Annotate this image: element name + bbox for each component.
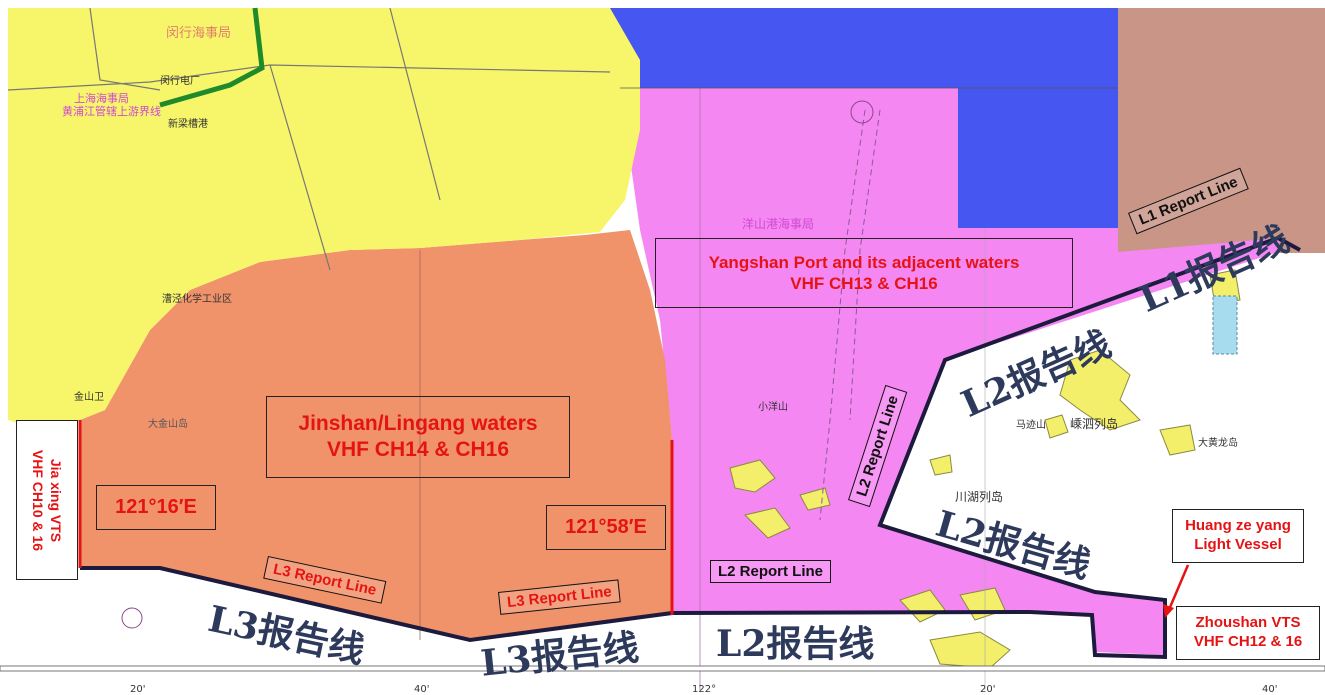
minhang-power-label: 闵行电厂 xyxy=(160,76,200,87)
axis-tick-3: 122° xyxy=(692,684,717,695)
axis-tick-4: 20' xyxy=(980,684,996,695)
river-green xyxy=(159,7,265,108)
chuanhu-label: 川湖列岛 xyxy=(955,490,1004,504)
anchorage-circle xyxy=(850,100,874,124)
shanghai-msa-label: 上海海事局 xyxy=(74,92,129,105)
buoy-circle xyxy=(121,607,143,629)
jinshanwei-label: 金山卫 xyxy=(74,392,104,403)
dajinshan-label: 大金山岛 xyxy=(148,419,188,430)
zone-light-blue xyxy=(1212,295,1238,355)
light-vessel-arrowhead xyxy=(1163,604,1174,618)
light-vessel-label: Huang ze yang Light Vessel xyxy=(1172,509,1304,563)
longitude-west-text: 121°16′E xyxy=(115,496,197,518)
channel-line-1 xyxy=(819,109,866,521)
zhoushan-vts-label: Zhoushan VTS VHF CH12 & 16 xyxy=(1176,606,1320,660)
jiaxing-vts-name: Jia xing VTS xyxy=(48,458,65,542)
majishan-label: 马迹山 xyxy=(1016,420,1046,431)
longitude-label-west: 121°16′E xyxy=(96,485,216,530)
jiaxing-vts-label: Jia xing VTS VHF CH10 & 16 xyxy=(16,420,78,580)
jinshan-zone-name: Jinshan/Lingang waters xyxy=(298,411,538,435)
jinshan-zone-label: Jinshan/Lingang waters VHF CH14 & CH16 xyxy=(266,396,570,478)
light-vessel-name: Huang ze yang xyxy=(1185,517,1291,535)
report-line-boundary xyxy=(80,235,1301,660)
jinshan-zone-vhf: VHF CH14 & CH16 xyxy=(326,438,510,461)
land-island-small-1 xyxy=(1159,424,1196,456)
yangshan-msa-label: 洋山港海事局 xyxy=(742,217,815,231)
light-vessel-arrow xyxy=(1166,564,1190,613)
xiaoyangshan-label: 小洋山 xyxy=(758,402,788,413)
land-island-main xyxy=(1059,349,1141,431)
l2-report-line-bottom-text: L2 Report Line xyxy=(718,563,824,580)
land-island-small-2 xyxy=(1044,414,1069,439)
axis-tick-1: 20' xyxy=(130,684,146,695)
yangshan-zone-label: Yangshan Port and its adjacent waters VH… xyxy=(655,238,1073,308)
channel-line-2 xyxy=(849,109,881,421)
road-4 xyxy=(389,7,441,201)
huangpu-boundary-label: 黄浦江管辖上游界线 xyxy=(62,105,161,118)
scale-bar xyxy=(0,665,1325,672)
land-island-yangshan-1 xyxy=(729,459,776,493)
zone-blue xyxy=(610,8,1118,228)
axis-tick-2: 40' xyxy=(414,684,430,695)
jiaxing-vts-vhf: VHF CH10 & 16 xyxy=(31,449,47,551)
minhang-msa-label: 闵行海事局 xyxy=(166,26,232,41)
road-3 xyxy=(269,64,331,271)
land-island-small-3 xyxy=(929,454,953,476)
yangshan-zone-name: Yangshan Port and its adjacent waters xyxy=(708,252,1020,272)
road-1 xyxy=(7,64,611,91)
chemical-park-label: 漕泾化学工业区 xyxy=(162,294,232,305)
light-vessel-type: Light Vessel xyxy=(1194,536,1282,553)
longitude-label-east: 121°58′E xyxy=(546,505,666,550)
dahuanglong-label: 大黄龙岛 xyxy=(1198,438,1238,449)
shengsi-label: 嵊泗列岛 xyxy=(1070,417,1119,431)
land-island-yangshan-2 xyxy=(744,507,791,539)
zhoushan-vts-vhf: VHF CH12 & 16 xyxy=(1193,633,1303,650)
l2-report-line-bottom-label: L2 Report Line xyxy=(710,560,832,583)
l2-cn-label-bottom: L2报告线 xyxy=(716,623,875,665)
yangshan-zone-vhf: VHF CH13 & CH16 xyxy=(790,274,938,293)
axis-tick-5: 40' xyxy=(1262,684,1278,695)
zhoushan-vts-name: Zhoushan VTS xyxy=(1195,614,1301,632)
zone-magenta xyxy=(620,88,1280,655)
road-2 xyxy=(89,7,161,91)
xinliang-label: 新梁槽港 xyxy=(168,119,208,130)
zone-brown xyxy=(1118,8,1325,253)
land-island-bottom-3 xyxy=(929,631,1011,669)
zone-orange xyxy=(80,230,672,638)
longitude-east-text: 121°58′E xyxy=(565,516,647,538)
zone-yellow-land xyxy=(8,8,640,430)
